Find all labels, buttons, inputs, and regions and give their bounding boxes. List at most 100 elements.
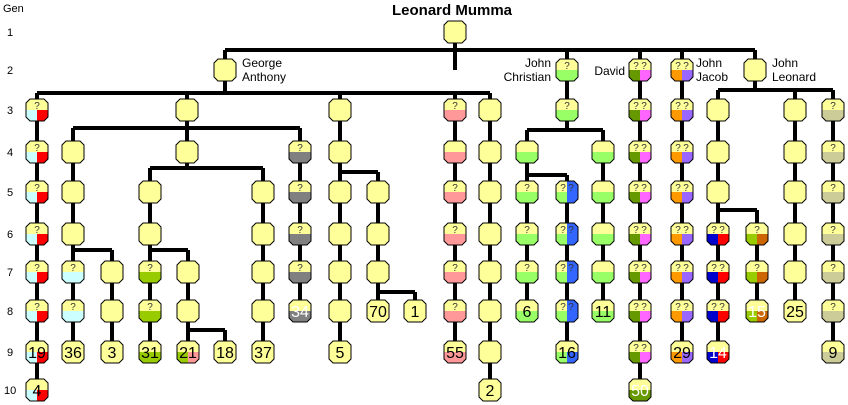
person-node: ?: [25, 299, 49, 323]
person-node: [100, 260, 124, 284]
unknown-mark: ?: [683, 263, 689, 274]
unknown-mark: ?: [641, 183, 647, 194]
descendant-count: 37: [254, 345, 272, 362]
person-node: 15: [745, 299, 769, 323]
unknown-mark: ?: [524, 183, 530, 194]
name-label-john-leonard: John: [772, 56, 798, 70]
person-node: 50: [628, 378, 652, 402]
person-node: 3: [100, 340, 124, 364]
person-node: ?: [61, 260, 85, 284]
descendant-count: 5: [336, 345, 345, 362]
unknown-mark: ?: [675, 101, 681, 112]
person-node: 34: [288, 299, 312, 323]
person-node: 6: [515, 299, 539, 323]
unknown-mark: ?: [719, 225, 725, 236]
person-node: ??: [628, 180, 652, 204]
unknown-mark: ?: [564, 61, 570, 72]
person-node: ?: [745, 222, 769, 246]
descendant-count: 11: [595, 304, 612, 321]
descendant-count: 29: [673, 345, 691, 362]
person-node: ?: [25, 180, 49, 204]
descendant-count: 14: [709, 345, 727, 362]
unknown-mark: ?: [568, 183, 574, 194]
descendant-count: 31: [141, 345, 159, 362]
person-node: ?: [515, 260, 539, 284]
unknown-mark: ?: [641, 143, 647, 154]
person-node: [213, 58, 237, 82]
person-node: [591, 140, 615, 164]
unknown-mark: ?: [524, 225, 530, 236]
person-node: ??: [628, 260, 652, 284]
unknown-mark: ?: [675, 263, 681, 274]
person-node: 9: [821, 340, 845, 364]
person-node: ?: [443, 180, 467, 204]
unknown-mark: ?: [452, 302, 458, 313]
unknown-mark: ?: [568, 225, 574, 236]
person-node: 37: [251, 340, 275, 364]
person-node: [328, 299, 352, 323]
person-node: 19: [25, 340, 49, 364]
person-node: [706, 180, 730, 204]
person-node: ??: [555, 299, 579, 323]
person-node: ?: [821, 98, 845, 122]
person-node: 70: [366, 299, 390, 323]
person-node: [328, 222, 352, 246]
person-node: ?: [25, 140, 49, 164]
descendant-count: 18: [216, 345, 234, 362]
person-node: [100, 299, 124, 323]
unknown-mark: ?: [683, 101, 689, 112]
person-node: ?: [288, 222, 312, 246]
gen-label: 7: [7, 267, 13, 279]
person-node: 31: [138, 340, 162, 364]
descendant-count: 9: [829, 345, 838, 362]
descendant-count: 34: [291, 304, 309, 321]
person-node: [478, 222, 502, 246]
person-node: ?: [821, 260, 845, 284]
unknown-mark: ?: [452, 225, 458, 236]
person-node: [175, 98, 199, 122]
unknown-mark: ?: [675, 61, 681, 72]
tree-edges: [35, 32, 835, 390]
unknown-mark: ?: [452, 101, 458, 112]
unknown-mark: ?: [633, 183, 639, 194]
unknown-mark: ?: [34, 302, 40, 313]
unknown-mark: ?: [754, 225, 760, 236]
person-node: [783, 260, 807, 284]
person-node: ??: [670, 98, 694, 122]
unknown-mark: ?: [830, 263, 836, 274]
unknown-mark: ?: [683, 183, 689, 194]
name-label-george: George: [242, 56, 282, 70]
unknown-mark: ?: [297, 143, 303, 154]
gen-label: 4: [7, 147, 13, 159]
name-label-george: Anthony: [242, 70, 286, 84]
person-node: [706, 98, 730, 122]
descendant-count: 2: [486, 383, 495, 400]
unknown-mark: ?: [297, 183, 303, 194]
unknown-mark: ?: [641, 263, 647, 274]
person-node: [783, 180, 807, 204]
descendant-count: 16: [558, 345, 576, 362]
unknown-mark: ?: [675, 225, 681, 236]
person-node: 4: [25, 378, 49, 402]
person-node: ??: [555, 260, 579, 284]
person-node: [175, 140, 199, 164]
unknown-mark: ?: [633, 101, 639, 112]
person-node: ??: [670, 260, 694, 284]
unknown-mark: ?: [633, 343, 639, 354]
person-node: [251, 260, 275, 284]
person-node: 1: [403, 299, 427, 323]
person-node: ??: [670, 222, 694, 246]
name-label-john-jacob: Jacob: [696, 70, 728, 84]
person-node: [478, 260, 502, 284]
name-label-john-leonard: Leonard: [772, 70, 816, 84]
unknown-mark: ?: [633, 143, 639, 154]
person-node: ?: [25, 260, 49, 284]
unknown-mark: ?: [34, 183, 40, 194]
person-node: ??: [555, 222, 579, 246]
unknown-mark: ?: [641, 61, 647, 72]
person-node: ?: [443, 98, 467, 122]
descendant-count: 21: [179, 345, 197, 362]
person-node: ?: [555, 58, 579, 82]
person-node: [515, 140, 539, 164]
